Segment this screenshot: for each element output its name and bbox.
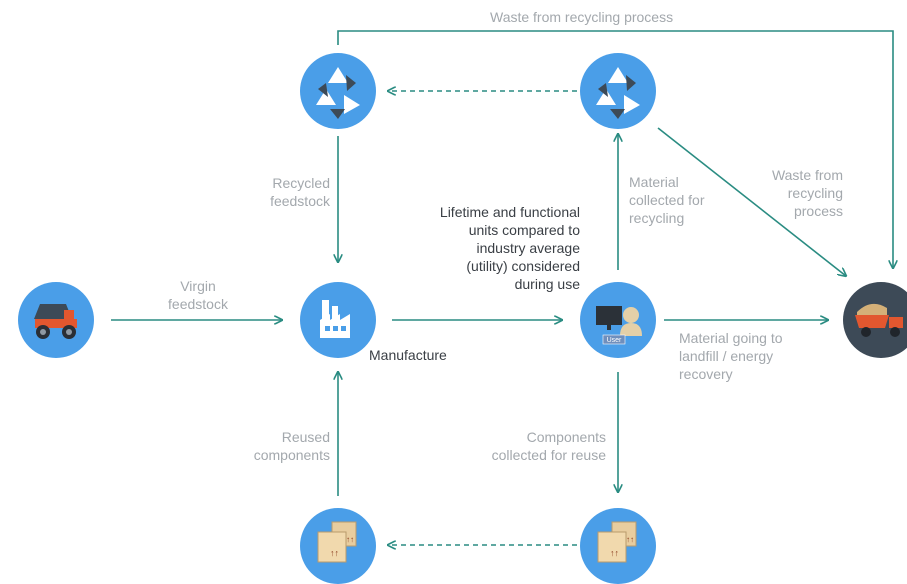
arrow-waste-diag <box>657 127 846 276</box>
material-landfill-line: Material going to <box>679 330 783 346</box>
material-landfill-line: recovery <box>679 366 733 382</box>
arrow-waste-top <box>337 30 893 268</box>
waste-diag-line: recycling <box>787 185 843 201</box>
virgin-feedstock-line: feedstock <box>168 296 228 312</box>
lifetime-line: industry average <box>476 240 580 256</box>
waste-from-recycling-top-label: Waste from recycling process <box>490 9 674 25</box>
svg-text:↑↑: ↑↑ <box>330 548 339 558</box>
material-landfill-line: landfill / energy <box>679 348 774 364</box>
user-badge: User <box>607 337 622 344</box>
landfill-node <box>843 282 907 358</box>
boxes-icon: ↑↑ ↑↑ <box>597 521 637 563</box>
lifetime-utility-label: Lifetime and functional units compared t… <box>384 203 580 293</box>
svg-text:↑↑: ↑↑ <box>610 548 619 558</box>
lifetime-line: units compared to <box>468 222 580 238</box>
components-collected-line: collected for reuse <box>491 447 606 463</box>
recycled-feedstock-line: feedstock <box>270 193 330 209</box>
material-collected-line: collected for <box>629 192 705 208</box>
user-computer-icon <box>596 306 642 345</box>
recycle-node-right <box>580 53 656 129</box>
lifetime-line: Lifetime and functional <box>439 204 580 220</box>
material-collected-line: Material <box>629 174 679 190</box>
components-collected-line: Components <box>526 429 606 445</box>
manufacture-node <box>300 282 376 358</box>
material-landfill-label: Material going to landfill / energy reco… <box>679 329 783 383</box>
mining-node <box>18 282 94 358</box>
reused-components-label: Reused components <box>218 428 330 464</box>
lifetime-line: (utility) considered <box>466 258 580 274</box>
manufacture-label: Manufacture <box>369 347 447 363</box>
recycled-feedstock-line: Recycled <box>272 175 330 191</box>
waste-from-recycling-diag-label: Waste from recycling process <box>725 166 843 220</box>
recycle-icon <box>596 67 640 119</box>
components-collected-label: Components collected for reuse <box>446 428 606 464</box>
boxes-node-left: ↑↑ ↑↑ <box>300 508 376 584</box>
dump-truck-icon <box>855 303 903 337</box>
waste-diag-line: process <box>793 203 843 219</box>
svg-text:↑↑: ↑↑ <box>346 535 354 544</box>
boxes-node-right: ↑↑ ↑↑ <box>580 508 656 584</box>
factory-icon <box>320 300 350 338</box>
mining-truck-icon <box>34 304 77 339</box>
user-node: User <box>580 282 656 358</box>
recycle-icon <box>316 67 360 119</box>
lifetime-line: during use <box>514 276 580 292</box>
recycled-feedstock-label: Recycled feedstock <box>238 174 330 210</box>
waste-diag-line: Waste from <box>771 167 843 183</box>
boxes-icon: ↑↑ ↑↑ <box>317 521 357 563</box>
recycle-node-left <box>300 53 376 129</box>
reused-components-line: Reused <box>281 429 330 445</box>
material-collected-label: Material collected for recycling <box>629 173 704 227</box>
virgin-feedstock-label: Virgin feedstock <box>152 277 244 313</box>
svg-text:↑↑: ↑↑ <box>626 535 634 544</box>
material-collected-line: recycling <box>629 210 685 226</box>
reused-components-line: components <box>253 447 330 463</box>
virgin-feedstock-line: Virgin <box>180 278 216 294</box>
